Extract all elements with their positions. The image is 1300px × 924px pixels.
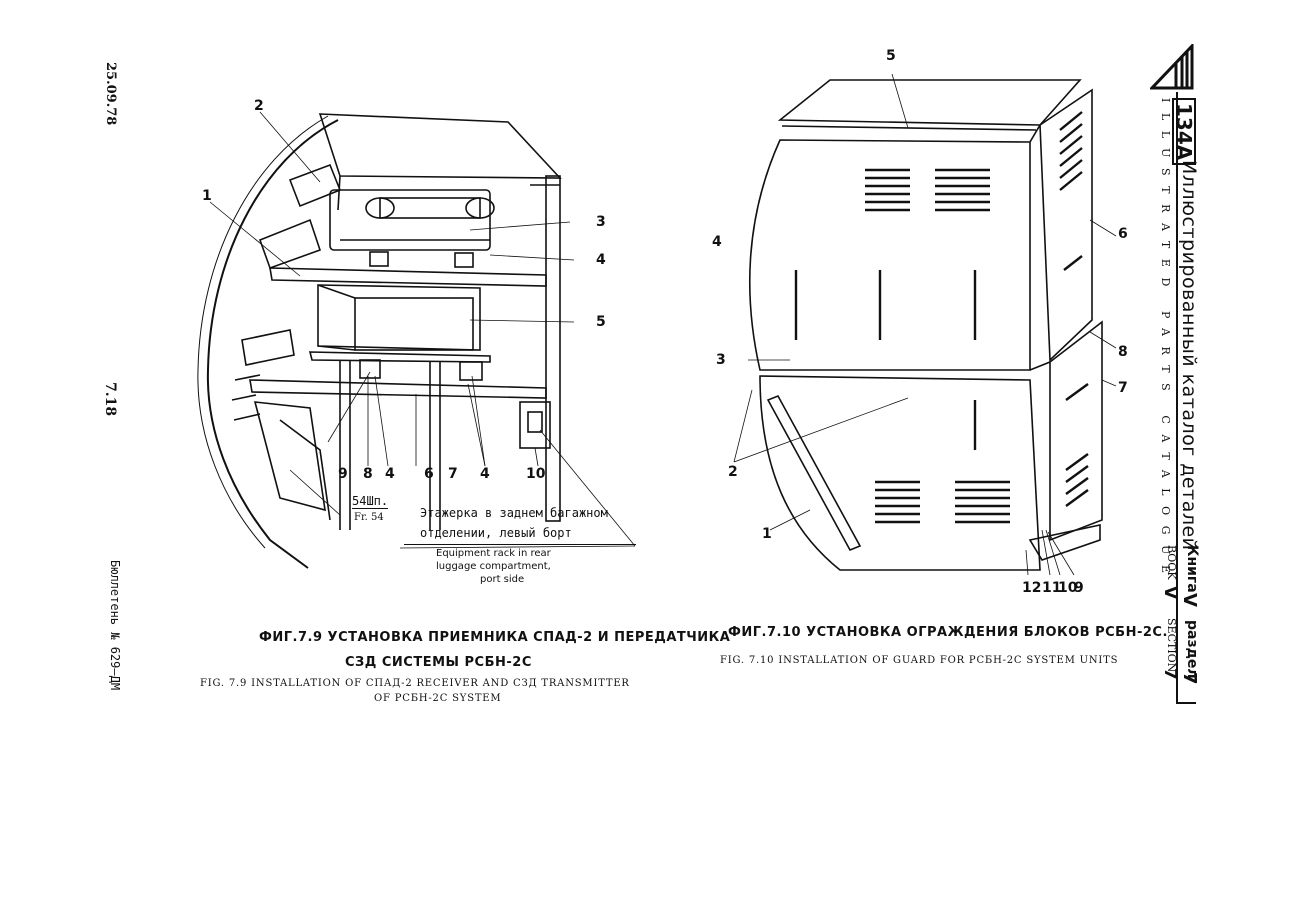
catalog-title-en: ILLUSTRATED PARTS CATALOGUE [1159,98,1172,584]
catalog-title-ru: Иллюстрированный каталог деталей [1178,160,1200,551]
fig10-callout: 8 [1118,344,1128,360]
model-number: 134А [1172,98,1196,166]
book-label-ru: Книга [1184,545,1200,593]
rack-note-ru-1: Этажерка в заднем багажном [420,506,608,520]
fig10-callout: 3 [716,352,726,368]
fig10-callout: 7 [1118,380,1128,396]
fig10-callout: 5 [886,48,896,64]
fig10-callout: 6 [1118,226,1128,242]
book-number-en: V [1160,586,1180,600]
fig10-callout: 9 [1074,580,1084,596]
fig10-callout: 4 [712,234,722,250]
fig9-callout: 7 [448,466,458,482]
fig9-caption-ru-1: ФИГ.7.9 УСТАНОВКА ПРИЕМНИКА СПАД-2 И ПЕР… [259,630,731,645]
fig-7-10-drawing [733,73,1117,576]
rack-note-en-1: Equipment rack in rear [436,548,551,559]
fig9-callout: 5 [596,314,606,330]
date-stamp: 25.09.78 [103,62,118,126]
fig-7-9-drawing [197,111,636,569]
margin-rule [1176,92,1178,702]
frame-label-ru: 54Шп. [352,494,389,509]
fig9-callout: 3 [596,214,606,230]
fig9-callout: 4 [480,466,490,482]
rack-note-ru-2: отделении, левый борт [420,526,572,540]
fig9-callout: 4 [385,466,395,482]
book-label-en: BOOK [1165,545,1178,580]
catalog-logo [1148,42,1194,90]
fig9-caption-ru-2: СЗД СИСТЕМЫ РСБН-2С [345,655,532,670]
logo-icon [1148,42,1194,90]
rack-note-en-2: luggage compartment, [436,561,551,572]
section-number: 7 [1179,672,1200,685]
fig9-callout: 4 [596,252,606,268]
fig10-callout: 1 [762,526,772,542]
fig10-callout: 12 [1022,580,1042,596]
book-number: V [1179,593,1200,607]
rack-note-underline [404,544,636,545]
fig9-callout: 9 [338,466,348,482]
bulletin-number: Бюллетень № 629–ДМ [108,560,122,691]
frame-label-en: Fr. 54 [354,512,384,523]
page-number: 7.18 [102,382,118,417]
fig10-caption-ru: ФИГ.7.10 УСТАНОВКА ОГРАЖДЕНИЯ БЛОКОВ РСБ… [728,625,1168,640]
fig9-caption-en-2: OF РСБН-2С SYSTEM [374,693,502,704]
fig9-callout: 1 [202,188,212,204]
fig9-callout: 6 [424,466,434,482]
fig9-caption-en-1: FIG. 7.9 INSTALLATION OF СПАД-2 RECEIVER… [200,678,630,689]
rack-note-en-3: port side [480,574,525,585]
fig10-caption-en: FIG. 7.10 INSTALLATION OF GUARD FOR РСБН… [720,655,1119,666]
section-number-en: 7 [1160,668,1180,680]
section-label-ru: раздел [1184,620,1200,679]
fig10-callout: 10 [1058,580,1078,596]
fig10-callout: 11 [1042,580,1062,596]
fig9-callout: 10 [526,466,546,482]
fig9-callout: 8 [363,466,373,482]
fig9-callout: 2 [254,98,264,114]
book-rule [1176,702,1196,704]
fig10-callout: 2 [728,464,738,480]
